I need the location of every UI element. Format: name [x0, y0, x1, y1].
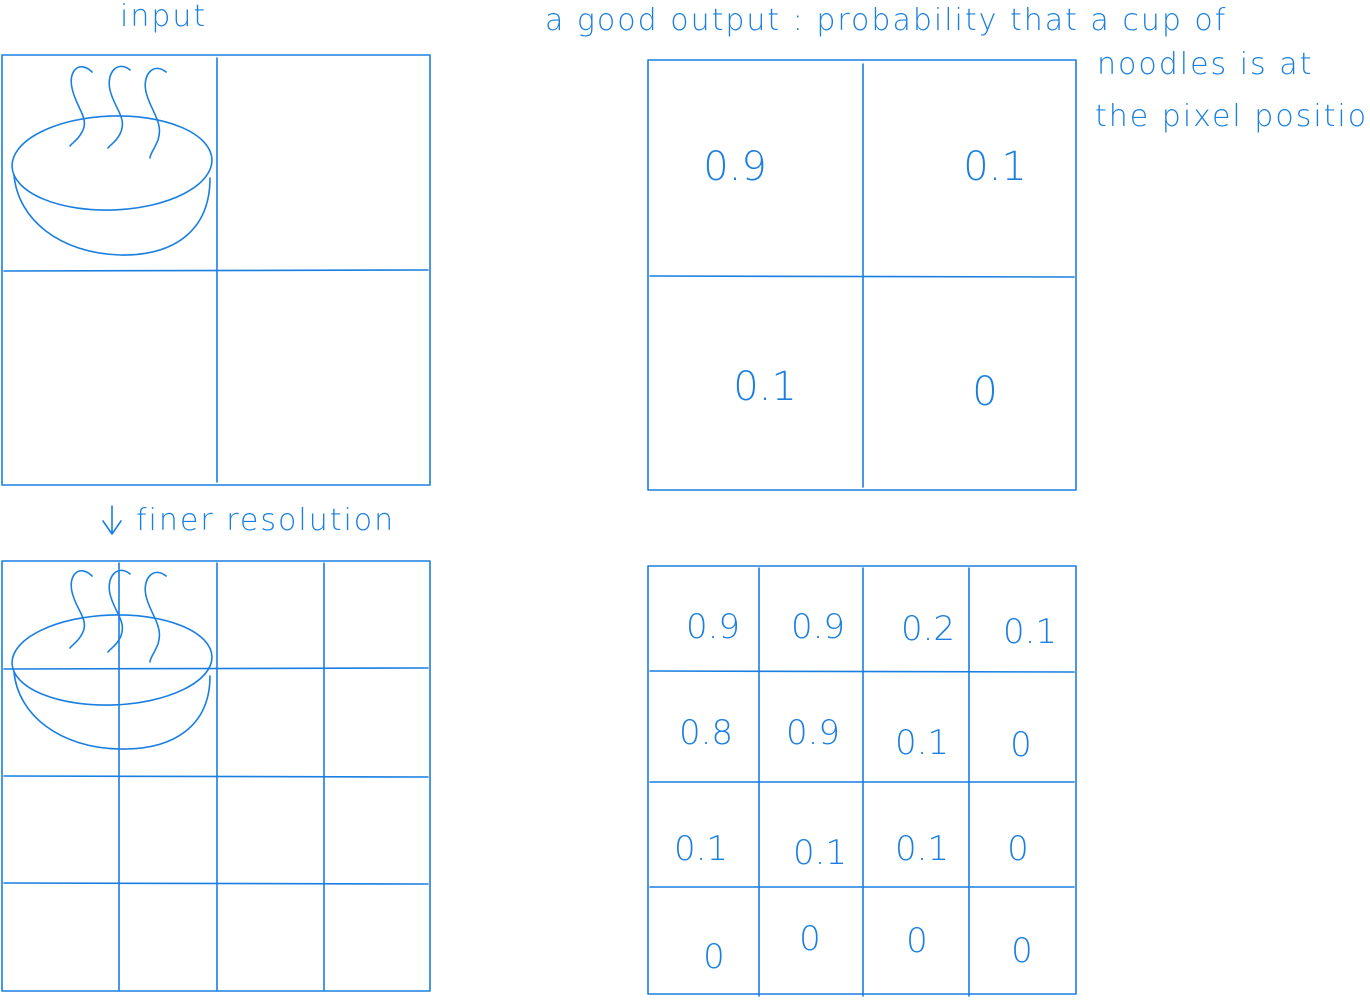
coarse-output-value-r1-c1: 0.9	[703, 144, 767, 190]
output-grid-fine	[647, 565, 1077, 997]
output-grid-coarse-border	[647, 59, 1077, 491]
input-grid-coarse-border	[1, 54, 431, 486]
output-grid-coarse-hline	[649, 275, 1075, 278]
fine-output-value-r4-c2: 0	[799, 919, 821, 959]
input-grid-fine-border	[1, 560, 431, 992]
fine-output-value-r2-c1: 0.8	[679, 713, 733, 753]
fine-output-value-r1-c4: 0.1	[1003, 612, 1057, 652]
down-arrow-icon	[102, 505, 122, 535]
noodle-cup-fine-icon	[11, 569, 213, 750]
fine-output-value-r4-c1: 0	[703, 937, 725, 977]
fine-output-value-r2-c4: 0	[1010, 725, 1032, 765]
finer-resolution-label: finer resolution	[136, 503, 395, 538]
fine-output-value-r3-c2: 0.1	[793, 833, 847, 873]
fine-output-value-r2-c2: 0.9	[786, 713, 840, 753]
coarse-output-value-r1-c2: 0.1	[963, 144, 1027, 190]
input-grid-fine	[1, 560, 431, 992]
output-title-line1: a good output : probability that a cup o…	[545, 3, 1227, 38]
fine-output-value-r1-c3: 0.2	[901, 609, 955, 649]
fine-output-value-r4-c3: 0	[906, 921, 928, 961]
input-grid-fine-hline-1	[3, 667, 429, 670]
fine-output-value-r3-c4: 0	[1007, 829, 1029, 869]
coarse-output-value-r2-c1: 0.1	[733, 364, 797, 410]
fine-output-value-r3-c1: 0.1	[674, 829, 728, 869]
input-grid-fine-hline-3	[3, 882, 429, 885]
fine-output-value-r2-c3: 0.1	[895, 723, 949, 763]
fine-output-value-r3-c3: 0.1	[895, 829, 949, 869]
input-grid-coarse	[1, 54, 431, 486]
input-grid-fine-hline-2	[3, 775, 429, 778]
output-grid-fine-border	[647, 565, 1077, 995]
fine-output-value-r1-c2: 0.9	[791, 607, 845, 647]
coarse-output-value-r2-c2: 0	[972, 369, 997, 415]
output-grid-fine-hline-1	[649, 670, 1075, 673]
output-grid-coarse	[647, 59, 1077, 491]
coarse-output-values: 0.9 0.1 0.1 0	[703, 144, 1027, 415]
input-grid-coarse-hline	[3, 269, 429, 272]
fine-output-value-r1-c1: 0.9	[686, 607, 740, 647]
output-title-line3: the pixel position	[1095, 99, 1370, 134]
output-title-line2: noodles is at	[1097, 47, 1313, 82]
noodle-cup-icon	[11, 65, 213, 256]
fine-output-values: 0.9 0.9 0.2 0.1 0.8 0.9 0.1 0 0.1 0.1 0.1 0 0 0 0 0	[674, 607, 1057, 977]
fine-output-value-r4-c4: 0	[1011, 931, 1033, 971]
input-label: input	[120, 0, 207, 34]
